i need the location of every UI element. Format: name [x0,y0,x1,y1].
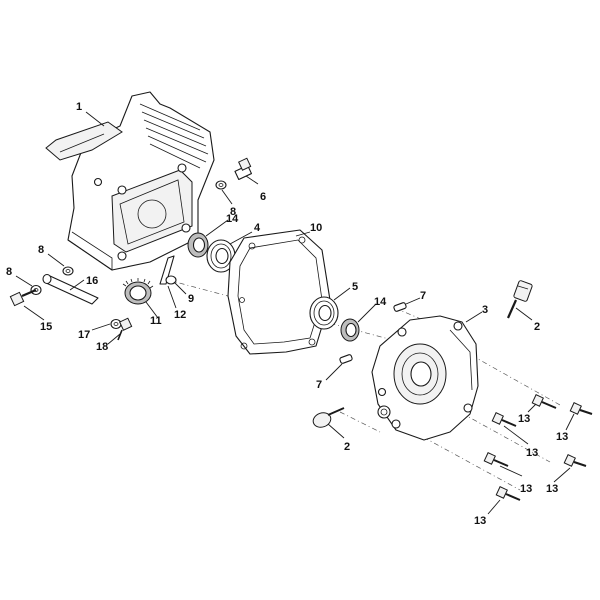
stud-fitting [234,157,253,181]
callout-8-upper: 8 [230,206,236,218]
callout-6: 6 [260,191,266,203]
cover-bolt [483,452,509,467]
oil-seal-lower [340,318,360,342]
governor-arm [159,255,177,285]
callout-13-c: 13 [526,447,538,459]
oil-plug-lower [312,407,345,428]
callout-10: 10 [310,222,322,234]
bolt-15 [9,288,37,307]
governor-shaft [42,273,99,305]
callout-13-d: 13 [520,483,532,495]
callout-8-lower: 8 [6,266,12,278]
callout-9: 9 [188,293,194,305]
cover-bolt [563,454,587,467]
leader-lines [15,111,575,515]
callout-13-b: 13 [556,431,568,443]
callout-13-f: 13 [474,515,486,527]
cover-bolt [495,486,521,501]
callout-7-upper: 7 [420,290,426,302]
dowel-pin-lower [339,354,353,364]
callout-1: 1 [76,101,82,113]
ball-bearing-lower [309,296,339,330]
cover-bolt [531,394,557,409]
oil-plug-upper [506,280,533,319]
callout-7-lower: 7 [316,379,322,391]
callout-13-a: 13 [518,413,530,425]
callout-17: 17 [78,329,90,341]
callout-11: 11 [150,315,162,327]
callout-labels: 1 6 8 14 4 10 8 8 16 9 11 12 15 17 18 5 … [6,101,568,527]
callout-14-lower: 14 [374,296,387,308]
callout-15: 15 [40,321,52,333]
washer-17 [110,318,122,330]
gasket [227,229,331,355]
callout-16: 16 [86,275,98,287]
alignment-lines [167,279,561,491]
callout-12: 12 [174,309,186,321]
callout-13-e: 13 [546,483,558,495]
callout-3: 3 [482,304,488,316]
cover-bolt [569,402,593,415]
cover-bolt [491,412,517,427]
callout-14-upper: 14 [226,213,239,225]
callout-5: 5 [352,281,358,293]
crankcase-cover [371,315,479,441]
crankcase [45,91,215,271]
callout-2-upper: 2 [534,321,540,333]
washer-8-mid [62,266,74,276]
callout-4: 4 [254,222,261,234]
callout-2-lower: 2 [344,441,350,453]
callout-18: 18 [96,341,108,353]
oil-seal-upper [187,232,209,258]
callout-8-mid: 8 [38,244,44,256]
bolt-18 [117,317,133,341]
dowel-pin-upper [393,302,407,312]
governor-gear [122,278,154,305]
washer-8-upper [215,180,227,190]
cover-bolts [483,394,593,501]
